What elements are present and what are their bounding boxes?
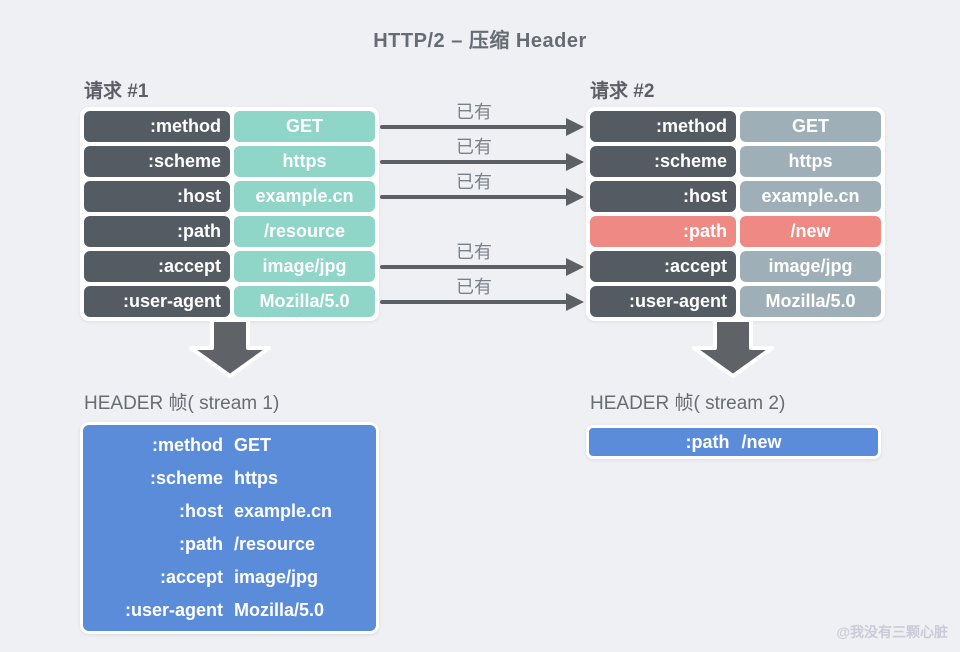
header-value: /resource: [234, 216, 375, 247]
table-row: :method GET: [590, 111, 881, 142]
header-value: GET: [234, 435, 272, 455]
table-row: :scheme https: [590, 146, 881, 177]
header-key: :accept: [590, 251, 736, 282]
arrow-right-icon: [566, 293, 584, 311]
header-key: :user-agent: [84, 286, 230, 317]
arrow-line: [380, 300, 568, 304]
arrow-right-icon: [566, 153, 584, 171]
frame-row: :scheme https: [83, 468, 376, 489]
request1-table: :method GET :scheme https :host example.…: [80, 107, 379, 321]
header-key: :method: [590, 111, 736, 142]
header-value: https: [234, 146, 375, 177]
header-value: image/jpg: [234, 567, 319, 587]
request2-table: :method GET :scheme https :host example.…: [586, 107, 885, 321]
frame-row: :host example.cn: [83, 501, 376, 522]
table-row: :method GET: [84, 111, 375, 142]
arrow-label: 已有: [456, 172, 492, 192]
header-value: image/jpg: [234, 251, 375, 282]
frame-row: :accept image/jpg: [83, 567, 376, 588]
table-row: :user-agent Mozilla/5.0: [84, 286, 375, 317]
frame1-label: HEADER 帧( stream 1): [84, 393, 280, 414]
arrow-right-icon: [566, 258, 584, 276]
down-arrow-icon: [692, 318, 774, 378]
arrow-label: 已有: [456, 242, 492, 262]
arrow-line: [380, 160, 568, 164]
header-key: :path: [685, 431, 730, 452]
arrow-line: [380, 265, 568, 269]
table-row: :user-agent Mozilla/5.0: [590, 286, 881, 317]
header-value: example.cn: [234, 501, 333, 521]
header-key: :scheme: [590, 146, 736, 177]
down-arrow-icon: [189, 318, 271, 378]
header-value: GET: [740, 111, 881, 142]
diagram-title: HTTP/2 – 压缩 Header: [373, 30, 587, 52]
request1-label: 请求 #1: [84, 81, 149, 102]
header-value: example.cn: [234, 181, 375, 212]
table-row-changed: :path /new: [590, 216, 881, 247]
header-value: https: [740, 146, 881, 177]
header-key: :scheme: [149, 468, 223, 488]
header-value: /resource: [234, 534, 316, 554]
header-key: :path: [179, 534, 223, 554]
arrow-right-icon: [566, 188, 584, 206]
watermark: @我没有三颗心脏: [836, 624, 948, 640]
header-key: :method: [152, 435, 223, 455]
header-value: image/jpg: [740, 251, 881, 282]
header-value: GET: [234, 111, 375, 142]
header-key: :user-agent: [124, 600, 223, 620]
header-value: /new: [740, 216, 881, 247]
frame1-box: :method GET :scheme https :host example.…: [80, 422, 379, 634]
frame-row: :method GET: [83, 435, 376, 456]
header-key: :method: [84, 111, 230, 142]
arrow-label: 已有: [456, 277, 492, 297]
frame-row: :path /resource: [83, 534, 376, 555]
header-key: :user-agent: [590, 286, 736, 317]
table-row: :scheme https: [84, 146, 375, 177]
frame-row: :user-agent Mozilla/5.0: [83, 600, 376, 621]
header-value: Mozilla/5.0: [740, 286, 881, 317]
header-value: Mozilla/5.0: [234, 600, 325, 620]
table-row: :path /resource: [84, 216, 375, 247]
header-value: Mozilla/5.0: [234, 286, 375, 317]
table-row: :accept image/jpg: [590, 251, 881, 282]
header-key: :accept: [84, 251, 230, 282]
header-key: :scheme: [84, 146, 230, 177]
header-value: /new: [741, 431, 782, 452]
table-row: :host example.cn: [84, 181, 375, 212]
table-row: :accept image/jpg: [84, 251, 375, 282]
arrow-label: 已有: [456, 137, 492, 157]
arrow-label: 已有: [456, 102, 492, 122]
header-value: https: [234, 468, 278, 488]
frame2-label: HEADER 帧( stream 2): [590, 393, 786, 414]
request2-label: 请求 #2: [590, 81, 655, 102]
header-key: :host: [179, 501, 223, 521]
arrow-right-icon: [566, 118, 584, 136]
header-key: :host: [590, 181, 736, 212]
arrow-line: [380, 125, 568, 129]
header-value: example.cn: [740, 181, 881, 212]
header-key: :path: [590, 216, 736, 247]
table-row: :host example.cn: [590, 181, 881, 212]
frame2-box: :path /new: [586, 425, 881, 459]
header-key: :host: [84, 181, 230, 212]
arrow-line: [380, 195, 568, 199]
header-key: :accept: [159, 567, 223, 587]
header-key: :path: [84, 216, 230, 247]
